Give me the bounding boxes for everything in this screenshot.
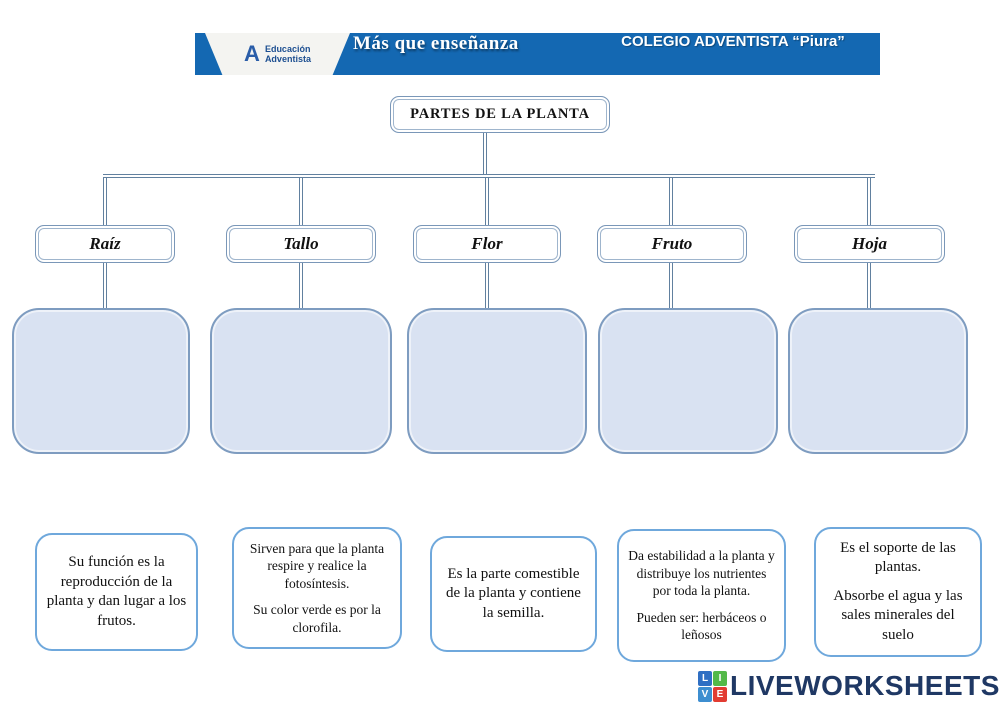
part-label-box-hoja: Hoja <box>794 225 945 263</box>
liveworksheets-logo: L I V E LIVEWORKSHEETS <box>698 670 1000 702</box>
drop-zone-fruto[interactable] <box>598 308 778 454</box>
description-text: Sirven para que la planta respire y real… <box>249 540 385 591</box>
description-text: Su color verde es por la clorofila. <box>253 602 381 635</box>
part-label-tallo: Tallo <box>283 234 319 253</box>
connector-line <box>669 263 673 308</box>
header-banner: A Educación Adventista Más que enseñanza… <box>195 33 880 75</box>
connector-line <box>485 177 489 225</box>
brand-name: Educación Adventista <box>265 44 311 65</box>
connector-line <box>485 263 489 308</box>
logo-square-l: L <box>698 670 712 686</box>
slogan-text: Más que enseñanza <box>353 33 519 54</box>
part-label-box-raiz: Raíz <box>35 225 175 263</box>
part-label-box-fruto: Fruto <box>597 225 747 263</box>
description-text: Es el soporte de las plantas. <box>840 539 956 576</box>
connector-line <box>103 263 107 308</box>
drop-zone-tallo[interactable] <box>210 308 392 454</box>
diagram-title: PARTES DE LA PLANTA <box>410 106 590 122</box>
part-label-fruto: Fruto <box>651 234 693 253</box>
brand-plate: A Educación Adventista <box>205 33 350 75</box>
diagram-title-box: PARTES DE LA PLANTA <box>390 96 610 133</box>
description-card-3[interactable]: Es la parte comestible de la planta y co… <box>430 536 597 652</box>
connector-line <box>669 177 673 225</box>
school-name: COLEGIO ADVENTISTA “Piura” <box>621 33 845 50</box>
part-label-raiz: Raíz <box>89 234 121 253</box>
description-card-2[interactable]: Sirven para que la planta respire y real… <box>232 527 402 649</box>
description-text: Da estabilidad a la planta y distribuye … <box>628 548 775 599</box>
adventist-logo-icon: A <box>244 41 260 66</box>
description-card-4[interactable]: Da estabilidad a la planta y distribuye … <box>617 529 786 662</box>
part-label-hoja: Hoja <box>852 234 887 253</box>
drop-zone-flor[interactable] <box>407 308 587 454</box>
connector-line <box>299 263 303 308</box>
connector-line <box>103 177 107 225</box>
logo-square-e: E <box>713 686 727 702</box>
logo-square-i: I <box>713 670 727 686</box>
description-card-5[interactable]: Es el soporte de las plantas. Absorbe el… <box>814 527 982 657</box>
description-card-1[interactable]: Su función es la reproducción de la plan… <box>35 533 198 651</box>
logo-square-v: V <box>698 686 712 702</box>
connector-rail <box>103 174 875 178</box>
connector-line <box>867 263 871 308</box>
description-text: Es la parte comestible de la planta y co… <box>446 565 581 621</box>
description-text: Su función es la reproducción de la plan… <box>46 554 187 629</box>
part-label-flor: Flor <box>471 234 503 253</box>
drop-zone-hoja[interactable] <box>788 308 968 454</box>
drop-zone-raiz[interactable] <box>12 308 190 454</box>
part-label-box-tallo: Tallo <box>226 225 376 263</box>
liveworksheets-squares-icon: L I V E <box>698 670 727 702</box>
description-text: Pueden ser: herbáceos o leñosos <box>636 609 767 643</box>
connector-line <box>483 133 487 175</box>
description-text: Absorbe el agua y las sales minerales de… <box>833 587 963 643</box>
brand-name-line2: Adventista <box>264 54 311 64</box>
brand-name-line1: Educación <box>264 43 311 54</box>
liveworksheets-wordmark: LIVEWORKSHEETS <box>730 670 1000 701</box>
part-label-box-flor: Flor <box>413 225 561 263</box>
connector-line <box>867 177 871 225</box>
connector-line <box>299 177 303 225</box>
